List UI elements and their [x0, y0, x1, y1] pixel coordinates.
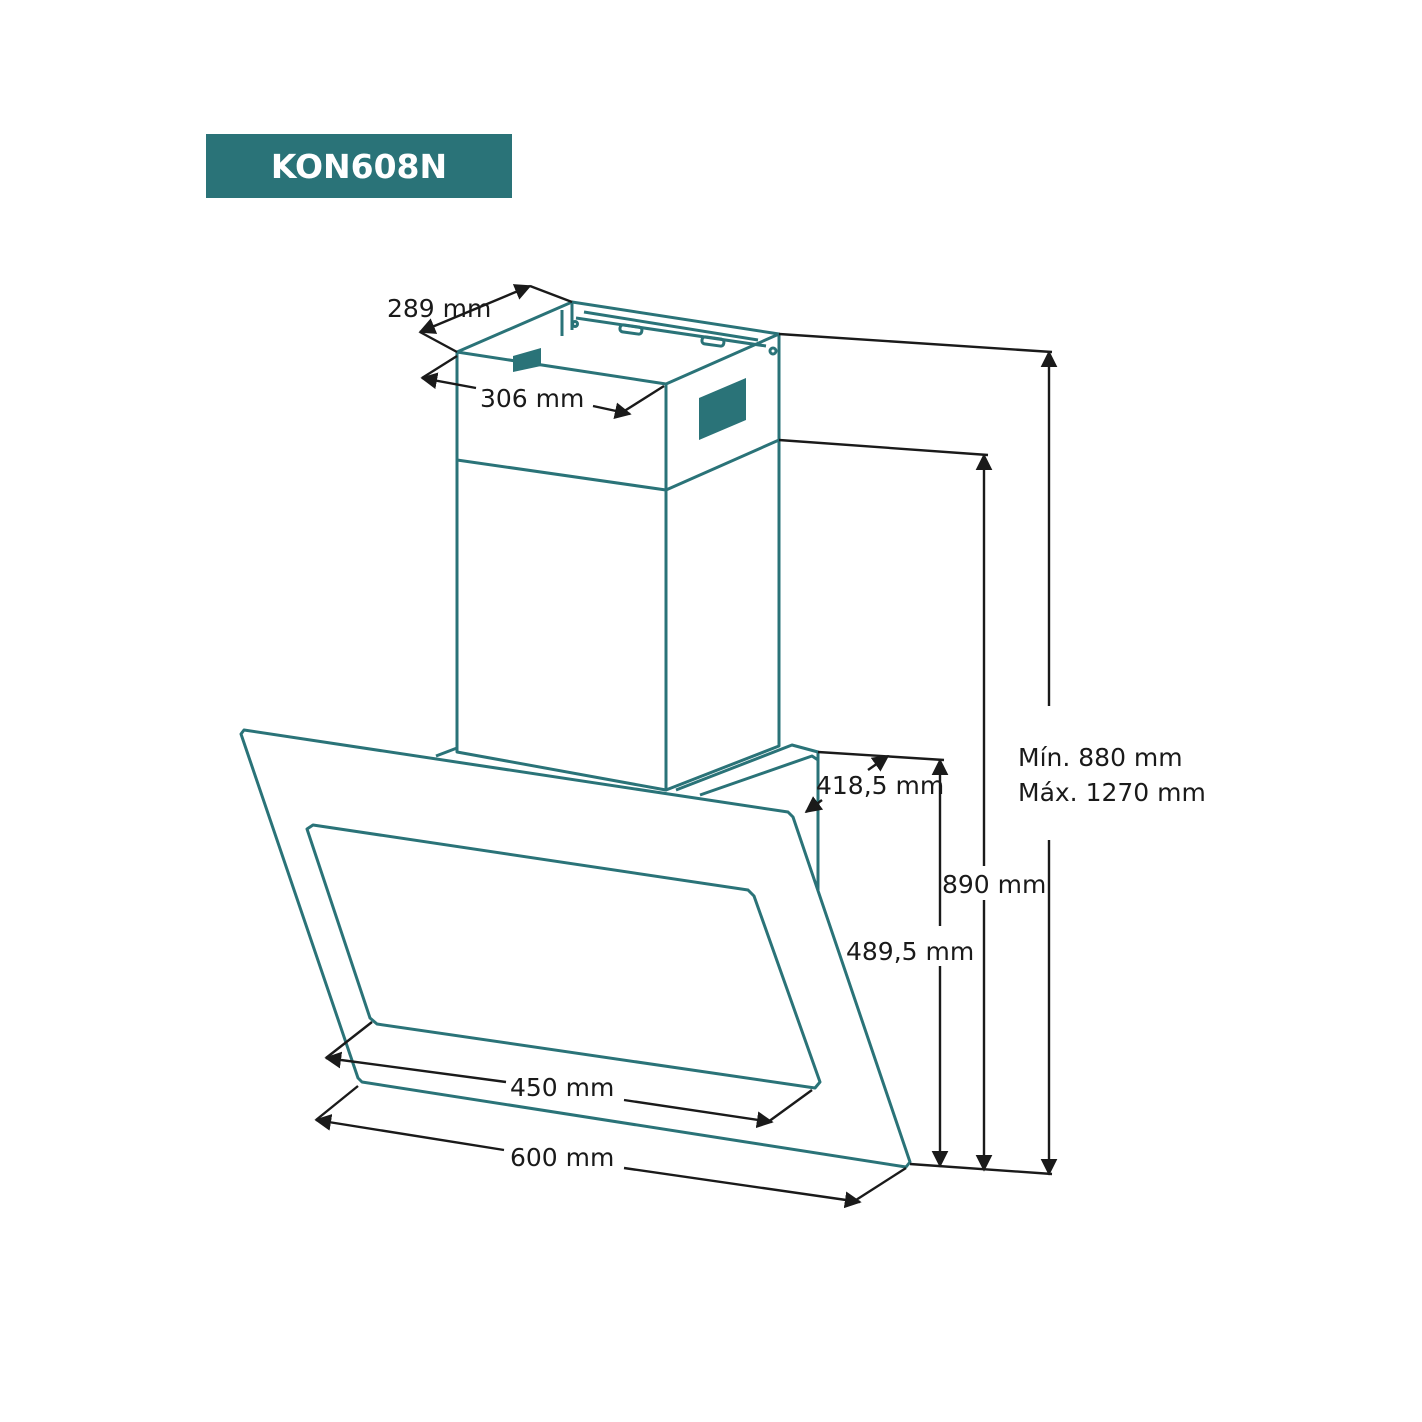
dim-306: 306 mm [420, 354, 665, 420]
glass-panel-outer [239, 728, 912, 1169]
dim-489: 489,5 mm [846, 758, 974, 1168]
model-badge: KON608N [206, 134, 512, 198]
dim-total-height: Mín. 880 mm Máx. 1270 mm [778, 332, 1206, 1176]
dim-label-306: 306 mm [480, 384, 584, 413]
dim-600: 600 mm [314, 1085, 907, 1209]
model-name: KON608N [270, 146, 448, 186]
dim-label-max: Máx. 1270 mm [1018, 778, 1206, 807]
vent-grille-back [513, 348, 541, 372]
dim-label-489: 489,5 mm [846, 937, 974, 966]
dim-label-289: 289 mm [387, 294, 491, 323]
dim-label-418: 418,5 mm [816, 771, 944, 800]
mounting-bracket [560, 310, 778, 356]
hood-body [435, 743, 820, 890]
dim-label-min: Mín. 880 mm [1018, 743, 1183, 772]
glass-panel-inner [305, 823, 822, 1090]
dim-418: 418,5 mm [804, 750, 944, 814]
dim-289: 289 mm [387, 284, 573, 354]
dim-label-450: 450 mm [510, 1073, 614, 1102]
chimney-lower [455, 440, 781, 792]
vent-grille-right [699, 378, 746, 440]
dim-label-600: 600 mm [510, 1143, 614, 1172]
dim-890: 890 mm [778, 438, 1046, 1172]
dim-label-890: 890 mm [942, 870, 1046, 899]
dim-450: 450 mm [324, 1021, 813, 1129]
